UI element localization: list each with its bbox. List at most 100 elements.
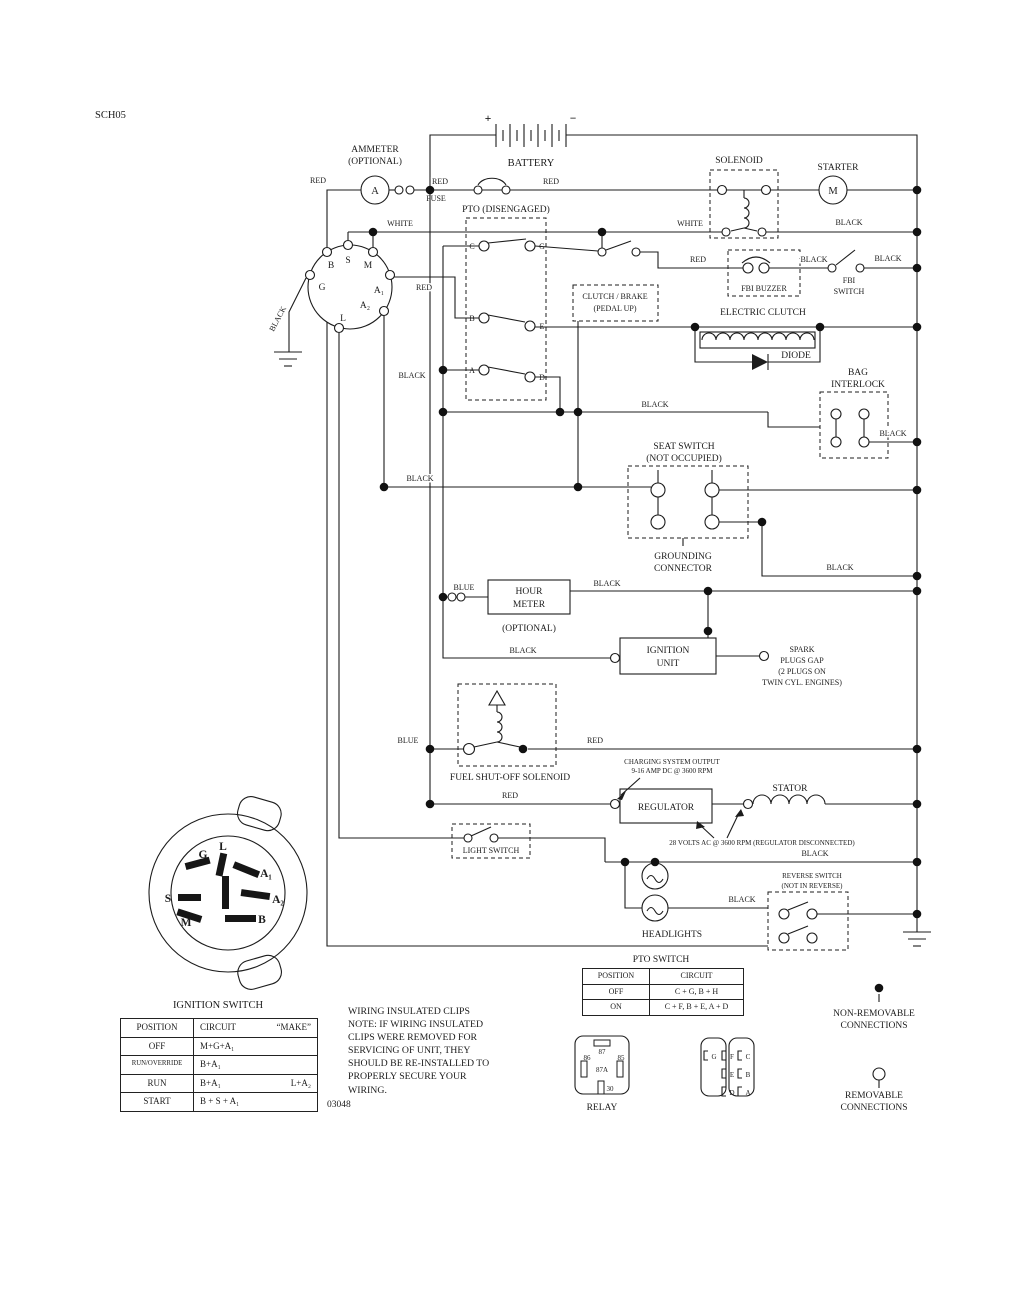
connection-dot-non-removable <box>368 227 378 237</box>
wire <box>701 332 815 341</box>
ammeter-label: AMMETER <box>351 145 399 155</box>
light-switch-box <box>451 823 531 859</box>
connection-dot-non-removable <box>518 744 528 754</box>
connection-dot-non-removable <box>912 227 922 237</box>
cell-position: OFF <box>121 1037 194 1055</box>
seat-switch-box <box>627 465 749 539</box>
wire <box>566 134 918 932</box>
wire-color-label: BLACK <box>879 429 906 438</box>
wire <box>473 741 498 748</box>
reverse-switch-box <box>767 891 849 951</box>
wire-color-label: BLUE <box>454 583 475 592</box>
wire <box>487 366 526 375</box>
wire <box>752 794 826 805</box>
header-circuit: CIRCUIT <box>200 1022 236 1033</box>
relay-pin-87: 87 <box>599 1048 607 1056</box>
component-labels: SCH05 + − BATTERY AMMETER (OPTIONAL) A F… <box>95 110 915 1113</box>
wire <box>498 837 606 862</box>
wire-color-label: RED <box>310 176 326 185</box>
wire <box>470 826 492 837</box>
connector-terminal-removable <box>721 227 731 237</box>
connection-dot-non-removable <box>912 857 922 867</box>
connector-pin-e: E <box>730 1071 734 1079</box>
connector-terminal-removable <box>806 932 818 944</box>
pto-table-title: PTO SWITCH <box>633 955 690 965</box>
connection-dot-non-removable <box>912 322 922 332</box>
header-circuit: CIRCUIT <box>680 971 713 981</box>
connector-terminal-removable <box>742 798 754 810</box>
wire <box>768 327 821 363</box>
ammeter-symbol-circle <box>360 175 390 205</box>
note-line: WIRING. <box>348 1084 387 1096</box>
connector-terminal-removable <box>456 592 466 602</box>
connector-terminal-removable <box>597 247 607 257</box>
starter-motor-circle <box>818 175 848 205</box>
wire <box>487 314 526 323</box>
seat-switch-label-2: (NOT OCCUPIED) <box>646 453 722 464</box>
connection-dot-non-removable <box>757 517 767 527</box>
wire-color-label: RED <box>690 255 706 264</box>
table-header-row: POSITION CIRCUIT “MAKE” <box>121 1019 317 1037</box>
battery-minus: − <box>570 113 577 125</box>
ignition-unit-label-1: IGNITION <box>647 646 690 656</box>
note-line: NOTE: IF WIRING INSULATED <box>348 1019 484 1031</box>
removable-connection-layer <box>304 184 886 1081</box>
legend-removable-1: REMOVABLE <box>845 1091 903 1101</box>
wire-color-label: RED <box>416 283 432 292</box>
connector-terminal-removable <box>830 408 842 420</box>
connector-terminal-removable <box>742 262 754 274</box>
connector-terminal-removable <box>342 239 354 251</box>
relay-pin-87a: 87A <box>596 1066 608 1074</box>
fuse-label: FUSE <box>426 194 446 203</box>
wire <box>326 189 361 247</box>
connector-terminal-removable <box>650 482 666 498</box>
pto-plug-box <box>465 217 547 401</box>
wire <box>646 906 664 916</box>
connector-pin-c: C <box>746 1053 751 1061</box>
bag-interlock-label-1: BAG <box>848 368 868 378</box>
table-row-start: START B + S + A₁ <box>121 1092 317 1111</box>
pto-switch-table: POSITION CIRCUIT OFF C + G, B + H ON C +… <box>582 968 744 1016</box>
connector-terminal-removable <box>478 364 490 376</box>
regulator-box <box>619 788 713 824</box>
sheet-code: SCH05 <box>95 110 126 121</box>
plug-terminal-g: G <box>319 283 326 293</box>
connection-dot-non-removable <box>703 586 713 596</box>
connector-terminal-removable <box>473 185 483 195</box>
wire <box>743 227 758 232</box>
connector-terminal-removable <box>757 227 767 237</box>
connection-dot-non-removable <box>912 437 922 447</box>
connector-terminal-removable <box>478 312 490 324</box>
relay-pin-30: 30 <box>607 1085 615 1093</box>
slot-center <box>222 876 229 909</box>
charging-note-1: CHARGING SYSTEM OUTPUT <box>624 758 720 766</box>
annotation-arrows <box>617 791 744 829</box>
charging-arrowhead <box>617 791 626 800</box>
drawing-number: 03048 <box>327 1100 351 1110</box>
plug-terminal-a2: A₂ <box>360 301 370 311</box>
header-make: “MAKE” <box>276 1022 312 1033</box>
connector-terminal-removable <box>462 742 476 756</box>
plug-terminal-s: S <box>345 256 350 266</box>
relay-slot-87 <box>593 1039 611 1047</box>
slot-s <box>178 894 201 901</box>
wire-color-label: WHITE <box>677 219 703 228</box>
wire-color-label: BLACK <box>267 305 288 333</box>
key-label-a2: A₂ <box>272 894 284 906</box>
wire-color-label: WHITE <box>387 219 413 228</box>
connector-terminal-removable <box>758 650 770 662</box>
plug-terminal-l: L <box>340 314 346 324</box>
regulator-label: REGULATOR <box>638 803 695 813</box>
connector-terminal-removable <box>704 482 720 498</box>
table-row-off: OFF C + G, B + H <box>583 983 743 1000</box>
connector-terminal-removable <box>716 184 728 196</box>
key-label-g: G <box>199 849 208 861</box>
wire-color-label: BLACK <box>509 646 536 655</box>
pto-pin-b: B <box>469 314 474 323</box>
wire-color-label: BLACK <box>641 400 668 409</box>
wire <box>496 711 503 743</box>
header-position: POSITION <box>121 1019 194 1037</box>
connection-dot-non-removable <box>874 983 884 993</box>
wire-color-label: BLACK <box>728 895 755 904</box>
connection-dot-non-removable <box>912 185 922 195</box>
